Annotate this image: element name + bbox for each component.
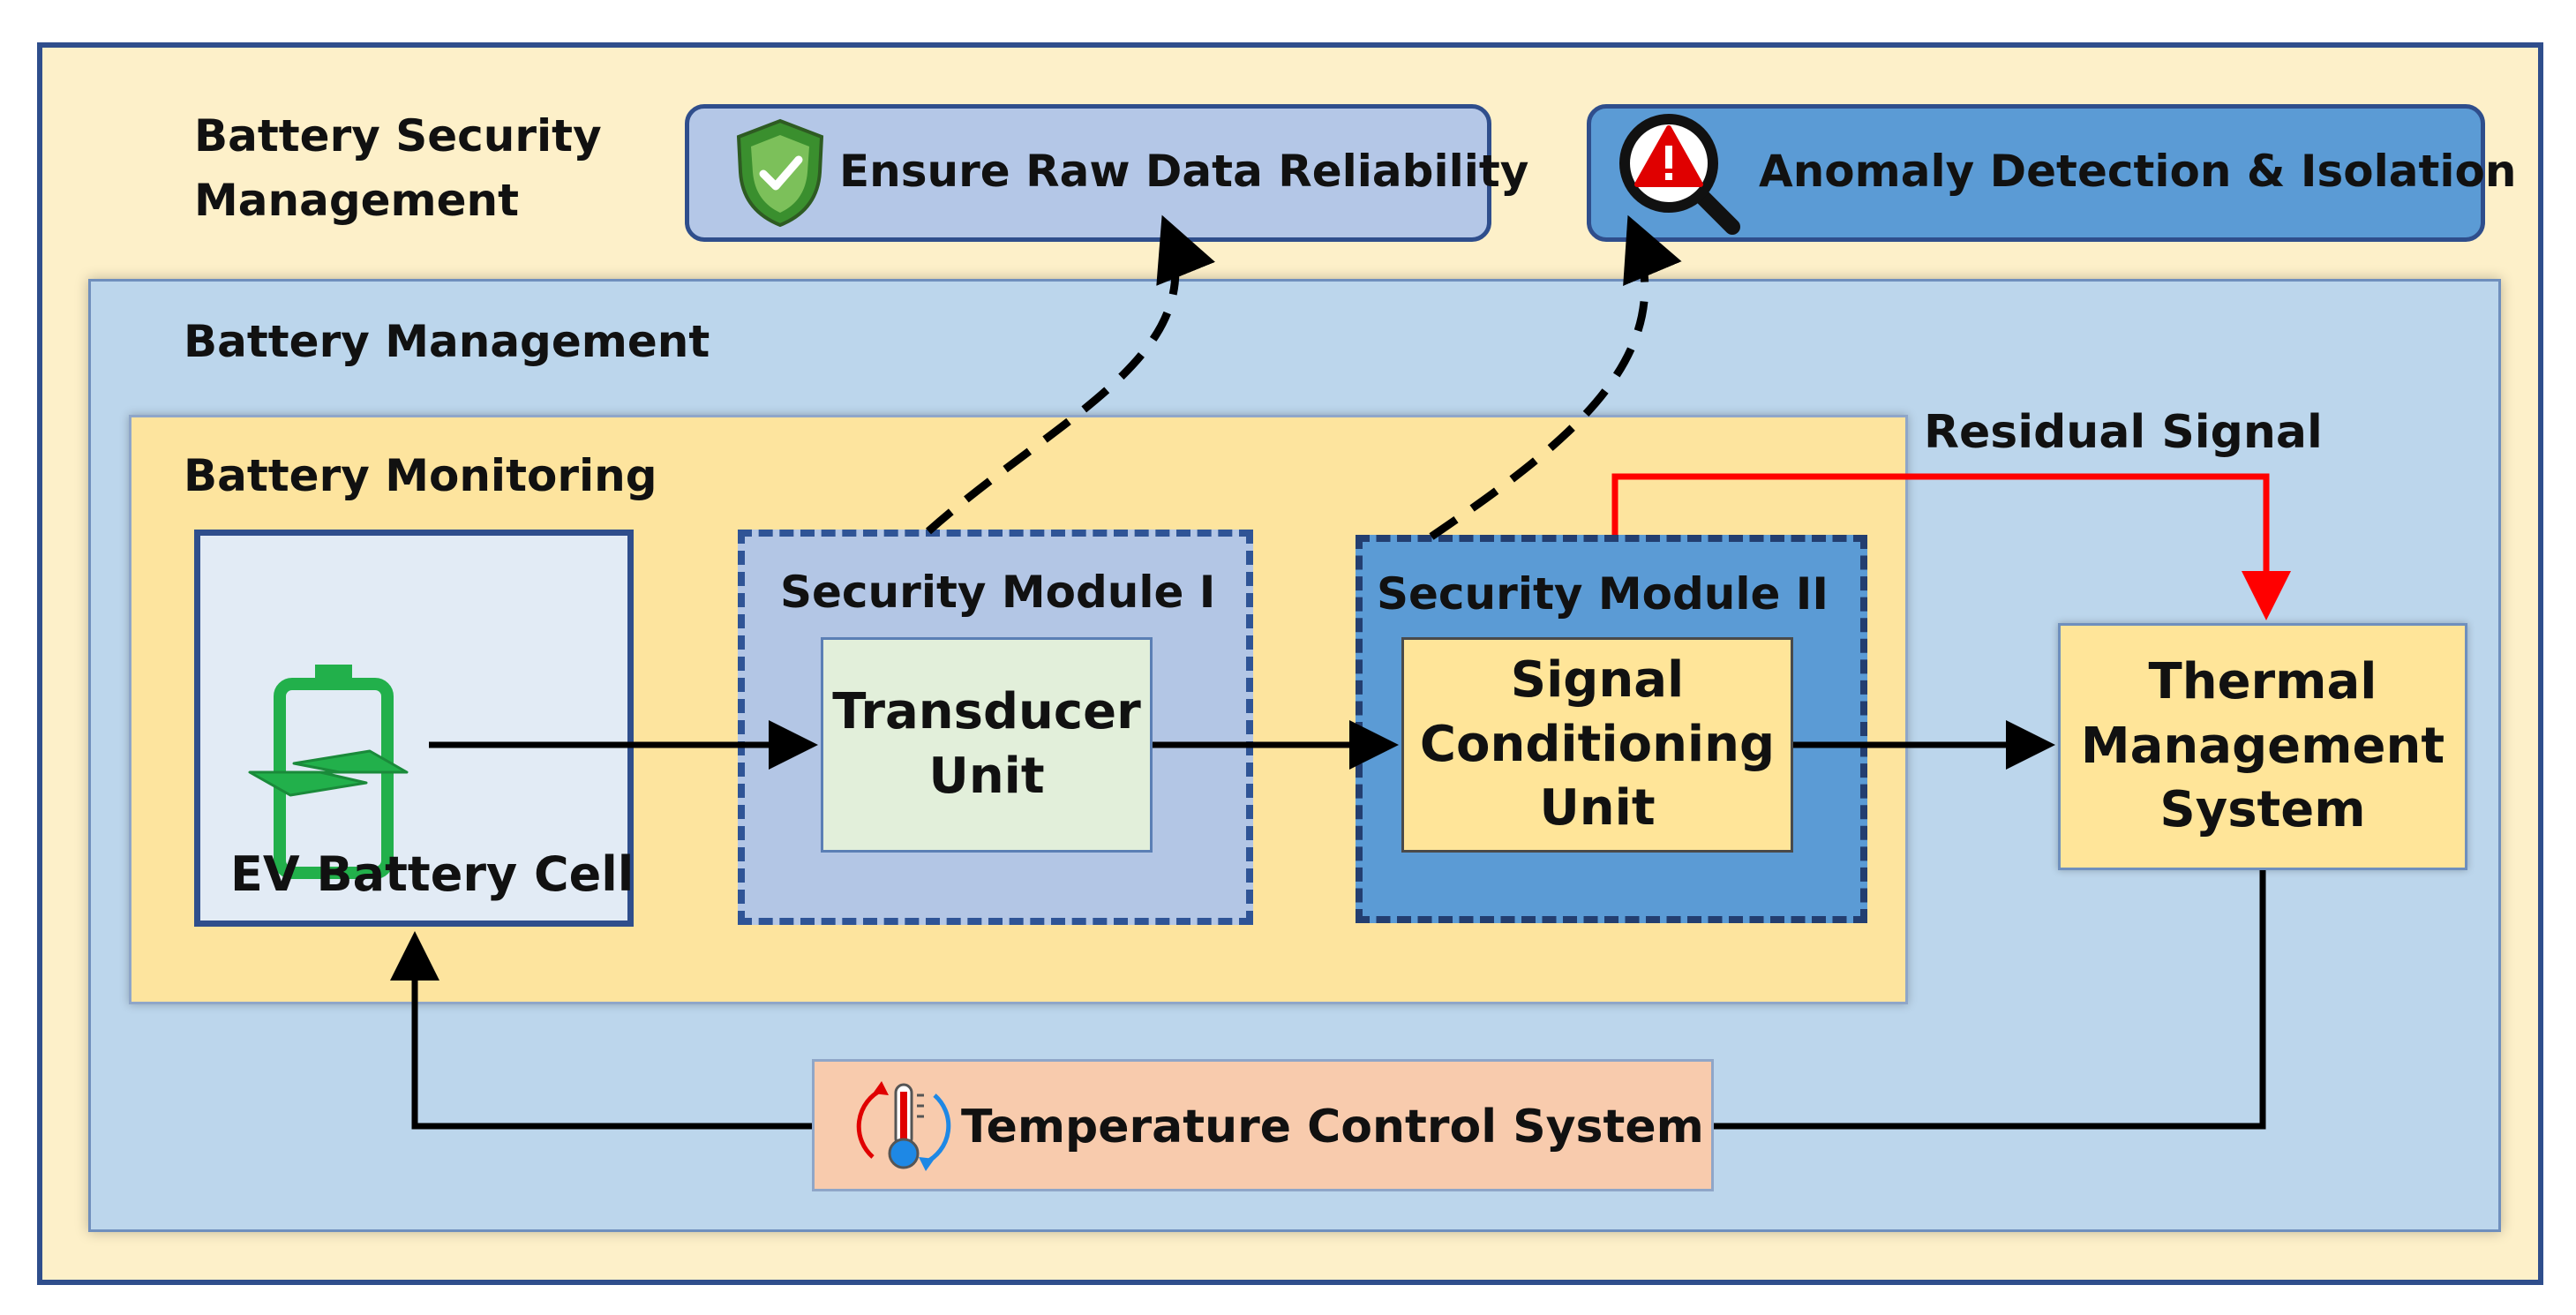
dashed-sm1-to-ensure xyxy=(926,214,1215,535)
temperature-label: Temperature Control System xyxy=(961,1101,1704,1153)
sm2-title: Security Module II xyxy=(1377,568,1829,620)
temperature-control-system-box: Temperature Control System xyxy=(812,1059,1714,1191)
residual-signal-label: Residual Signal xyxy=(1924,406,2323,459)
feedback-temp-to-cell xyxy=(390,931,812,1130)
security-title: Battery Security Management xyxy=(194,110,602,226)
residual-signal-arrow xyxy=(1611,473,2291,620)
ensure-label: Ensure Raw Data Reliability xyxy=(839,146,1529,197)
anomaly-label: Anomaly Detection & Isolation xyxy=(1759,146,2517,197)
magnifier-warning-icon xyxy=(1619,114,1740,235)
monitoring-title: Battery Monitoring xyxy=(184,450,657,501)
ev-battery-cell-box: EV Battery Cell xyxy=(194,530,634,927)
signal-conditioning-unit-box: Signal Conditioning Unit xyxy=(1401,637,1793,853)
sm1-title: Security Module I xyxy=(780,567,1216,618)
ev-cell-label: EV Battery Cell xyxy=(230,846,635,902)
feedback-thermal-to-temp xyxy=(1714,870,2266,1130)
thermal-management-system-box: Thermal Management System xyxy=(2058,623,2467,870)
dashed-sm2-to-anomaly xyxy=(1429,214,1682,540)
shield-check-icon xyxy=(736,118,824,228)
battery-charging-icon xyxy=(248,665,409,879)
transducer-unit-box: Transducer Unit xyxy=(821,637,1153,853)
management-title: Battery Management xyxy=(184,316,710,367)
thermometer-cycle-icon xyxy=(856,1081,951,1171)
anomaly-detection-box: Anomaly Detection & Isolation xyxy=(1587,104,2516,242)
ensure-reliability-box: Ensure Raw Data Reliability xyxy=(685,104,1528,242)
